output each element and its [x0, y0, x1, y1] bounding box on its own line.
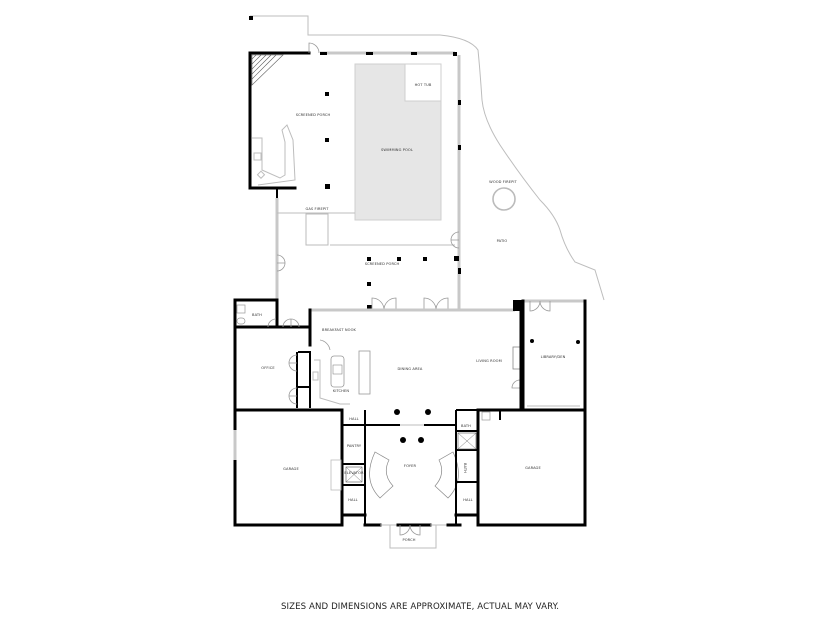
pool-area: [354, 63, 442, 221]
label-garage-left: GARAGE: [283, 467, 299, 471]
lower-screened-porch-walls: [275, 198, 460, 311]
label-hot-tub: HOT TUB: [415, 83, 432, 87]
label-foyer: FOYER: [404, 464, 417, 468]
label-hall-1: HALL: [349, 417, 359, 421]
label-bath-upper: BATH: [252, 313, 262, 317]
label-pantry: PANTRY: [347, 444, 362, 448]
disclaimer-text: SIZES AND DIMENSIONS ARE APPROXIMATE, AC…: [280, 602, 560, 612]
label-porch: PORCH: [402, 538, 415, 542]
main-house-walls: [233, 298, 587, 549]
patio-outline: [249, 15, 605, 301]
fireplace-circle: [492, 187, 516, 211]
label-living-room: LIVING ROOM: [476, 359, 502, 363]
label-screened-porch-upper: SCREENED PORCH: [296, 113, 331, 117]
label-patio: PATIO: [497, 239, 508, 243]
label-garage-right: GARAGE: [525, 466, 541, 470]
label-office: OFFICE: [261, 366, 275, 370]
label-hall-2: HALL: [348, 498, 358, 502]
label-bath-right-1: BATH: [461, 424, 471, 428]
label-kitchen: KITCHEN: [333, 389, 349, 393]
label-gas-fireplace: GAS FIREPIT: [305, 207, 329, 211]
label-bath-right-2: BATH: [463, 463, 467, 473]
label-breakfast-nook: BREAKFAST NOOK: [322, 328, 357, 332]
label-dining-area: DINING AREA: [398, 367, 423, 371]
label-elevator: ELEVATOR: [344, 471, 364, 475]
upper-screened-porch-walls: [248, 42, 461, 310]
room-labels: SCREENED PORCH HOT TUB SWIMMING POOL GAS…: [252, 83, 566, 542]
label-swimming-pool: SWIMMING POOL: [381, 148, 413, 152]
label-hall-3: HALL: [463, 498, 473, 502]
label-wood-fireplace: WOOD FIREPIT: [489, 180, 517, 184]
label-library-den: LIBRARY/DEN: [541, 355, 566, 359]
label-screened-porch-lower: SCREENED PORCH: [365, 262, 400, 266]
